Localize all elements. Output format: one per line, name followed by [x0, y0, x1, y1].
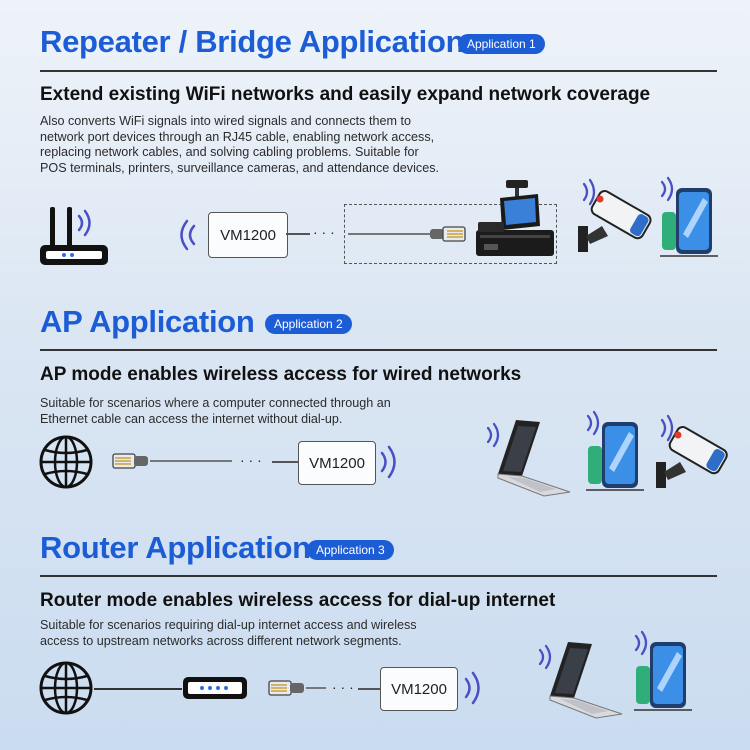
description-line: Suitable for scenarios where a computer … — [40, 396, 391, 410]
ethernet-cable — [306, 687, 326, 689]
description-line: network port devices through an RJ45 cab… — [40, 129, 435, 144]
laptop-icon — [486, 420, 571, 497]
rj45-connector-icon — [430, 226, 466, 242]
ethernet-cable — [150, 460, 232, 462]
section-title: Repeater / Bridge Application — [40, 24, 465, 59]
cable-line — [358, 688, 380, 690]
section-description: Suitable for scenarios requiring dial-up… — [40, 618, 480, 649]
cable-line — [94, 688, 182, 690]
application-badge: Application 3 — [307, 540, 394, 560]
description-line: access to upstream networks across diffe… — [40, 633, 402, 648]
smartphone-icon — [586, 410, 644, 491]
description-line: Also converts WiFi signals into wired si… — [40, 114, 411, 128]
section-subtitle: Router mode enables wireless access for … — [40, 590, 556, 611]
cable-line — [286, 233, 310, 235]
section-description: Suitable for scenarios where a computer … — [40, 396, 470, 427]
device-frame — [344, 204, 557, 264]
ethernet-cable — [348, 233, 432, 235]
wifi-waves-icon — [464, 671, 480, 705]
divider — [40, 349, 717, 351]
cable-line — [272, 461, 298, 463]
description-line: POS terminals, printers, surveillance ca… — [40, 160, 439, 175]
wifi-waves-icon — [77, 209, 91, 237]
wifi-waves-icon — [180, 219, 196, 251]
globe-icon — [39, 435, 93, 489]
wifi-waves-icon — [380, 445, 396, 479]
smartphone-icon — [634, 630, 692, 711]
description-line: Ethernet cable can access the internet w… — [40, 411, 343, 426]
section-title: Router Application — [40, 530, 311, 565]
globe-icon — [39, 661, 93, 715]
vm1200-device: VM1200 — [298, 441, 376, 485]
application-badge: Application 2 — [265, 314, 352, 334]
section-title: AP Application — [40, 304, 255, 339]
rj45-connector-icon — [268, 680, 304, 696]
section-description: Also converts WiFi signals into wired si… — [40, 114, 510, 176]
smartphone-icon — [660, 176, 718, 257]
vm1200-device: VM1200 — [380, 667, 458, 711]
application-badge: Application 1 — [458, 34, 545, 54]
continuation-dots: · · · — [313, 224, 335, 240]
continuation-dots: · · · — [240, 452, 262, 468]
security-camera-icon — [578, 178, 652, 252]
pos-terminal-icon — [476, 180, 554, 256]
rj45-connector-icon — [112, 453, 148, 469]
laptop-icon — [538, 642, 623, 719]
section-subtitle: AP mode enables wireless access for wire… — [40, 364, 522, 385]
divider — [40, 575, 717, 577]
description-line: replacing network cables, and solving ca… — [40, 145, 419, 160]
section-subtitle: Extend existing WiFi networks and easily… — [40, 84, 651, 105]
vm1200-device: VM1200 — [208, 212, 288, 258]
continuation-dots: · · · — [332, 679, 354, 695]
description-line: Suitable for scenarios requiring dial-up… — [40, 618, 417, 632]
security-camera-icon — [656, 414, 728, 488]
divider — [40, 70, 717, 72]
modem-icon — [183, 677, 247, 699]
router-icon — [40, 207, 108, 265]
